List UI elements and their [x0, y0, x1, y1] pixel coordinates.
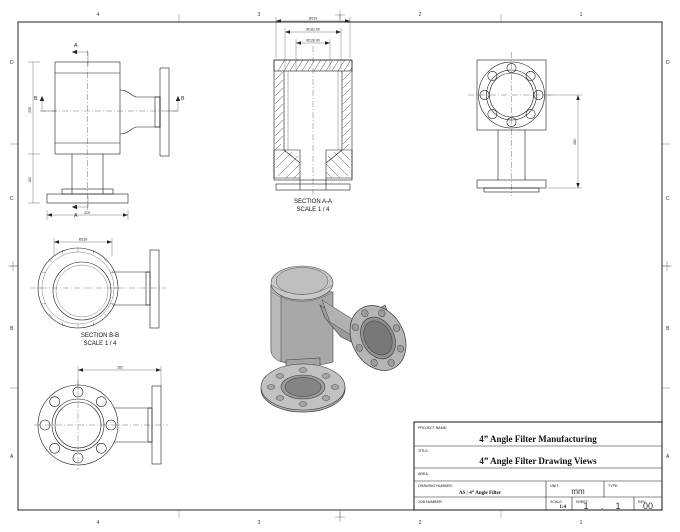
drawing-number-label: DRAWING NUMBER:	[418, 484, 453, 488]
sheet-label: SHEET:	[576, 500, 589, 504]
dimension-bottom-282: 282	[77, 366, 162, 390]
section-label-b-right: B	[181, 96, 185, 102]
zone-bot-1: 1	[580, 520, 583, 526]
dim-value-bottom-282: 282	[117, 366, 123, 370]
job-number-label: JOB NUMBER:	[418, 500, 443, 504]
zone-right-a: A	[666, 454, 670, 460]
dim-value-162: 162	[28, 177, 32, 183]
view-section-aa: Ø219 Ø182.00 Ø128.00 SECTION A-A SCALE 1…	[273, 17, 353, 213]
zone-top-4: 4	[97, 12, 100, 18]
view-right-side: 282	[468, 52, 582, 196]
section-aa-label-1: SECTION A-A	[294, 199, 332, 205]
scale-value: 1:4	[559, 505, 566, 510]
view-isometric-model	[260, 265, 407, 413]
section-arrow-a-bottom: A	[72, 196, 89, 219]
sheet-border	[8, 10, 672, 522]
zone-labels-bottom: 4 3 2 1	[97, 520, 583, 526]
rev-label: REV.:	[638, 500, 647, 504]
section-arrow-b-left: B	[34, 96, 56, 112]
scale-label: SCALE:	[550, 500, 563, 504]
zone-left-c: C	[10, 196, 14, 202]
title-value: 4” Angle Filter Drawing Views	[479, 456, 597, 466]
dim-value-235: 235	[28, 107, 32, 113]
dimension-235: 235	[28, 61, 40, 155]
dimension-dia-139: Ø139	[53, 238, 113, 256]
title-label: TITLE:	[418, 449, 429, 453]
view-bottom-flange: 282	[34, 366, 168, 470]
sheet-value-1: 1	[583, 501, 588, 511]
section-label-b-left: B	[34, 96, 38, 102]
zone-right-c: C	[666, 196, 670, 202]
dimension-right-282: 282	[548, 94, 582, 189]
zone-right-b: B	[666, 326, 670, 332]
sheet-separator: .	[601, 501, 604, 511]
view-section-bb: Ø139 SECTION B-B SCALE 1 / 4	[30, 238, 166, 347]
dimension-dia-128: Ø128.00	[295, 39, 331, 70]
zone-left-d: D	[10, 60, 14, 66]
dim-value-229: 229	[84, 211, 90, 215]
dimension-229: 229	[46, 210, 129, 220]
type-label: TYPE:	[608, 484, 618, 488]
zone-top-1: 1	[580, 12, 583, 18]
unit-value: mm	[571, 487, 585, 496]
zone-left-b: B	[10, 326, 14, 332]
view-front-elevation: A A B B 235	[28, 43, 185, 220]
title-block: PROJECT NAME: 4” Angle Filter Manufactur…	[413, 421, 663, 511]
zone-labels-left: D C B A	[10, 60, 14, 460]
section-bb-label-1: SECTION B-B	[81, 333, 119, 339]
zone-bot-4: 4	[97, 520, 100, 526]
zone-bot-2: 2	[419, 520, 422, 526]
drawing-number-value: AS / 4” Angle Filter	[459, 491, 502, 496]
section-label-a-top: A	[74, 43, 78, 49]
zone-left-a: A	[10, 454, 14, 460]
dim-value-dia219: Ø219	[309, 17, 318, 21]
zone-labels-right: D C B A	[666, 60, 670, 460]
zone-top-3: 3	[258, 12, 261, 18]
section-arrow-b-right: B	[166, 96, 185, 112]
unit-label: UNIT:	[550, 484, 559, 488]
area-label: AREA:	[418, 472, 429, 476]
dim-value-dia139: Ø139	[79, 238, 88, 242]
zone-right-d: D	[666, 60, 670, 66]
dim-value-dia182: Ø182.00	[306, 28, 319, 32]
section-aa-label-2: SCALE 1 / 4	[296, 207, 330, 213]
dimension-dia-182: Ø182.00	[284, 28, 342, 70]
section-arrow-a-top: A	[72, 43, 89, 66]
section-label-a-bottom: A	[74, 213, 78, 219]
project-name-label: PROJECT NAME:	[418, 426, 447, 430]
sheet-value-2: 1	[615, 501, 620, 511]
zone-labels-top: 4 3 2 1	[97, 12, 583, 18]
dim-value-dia128: Ø128.00	[306, 39, 319, 43]
zone-bot-3: 3	[258, 520, 261, 526]
section-bb-label-2: SCALE 1 / 4	[83, 341, 117, 347]
zone-top-2: 2	[419, 12, 422, 18]
rev-value: 00	[643, 501, 653, 511]
dimension-dia-219: Ø219	[275, 17, 351, 58]
dimension-162: 162	[28, 154, 40, 204]
dim-value-right-282: 282	[573, 139, 577, 145]
project-name-value: 4” Angle Filter Manufacturing	[479, 434, 597, 444]
